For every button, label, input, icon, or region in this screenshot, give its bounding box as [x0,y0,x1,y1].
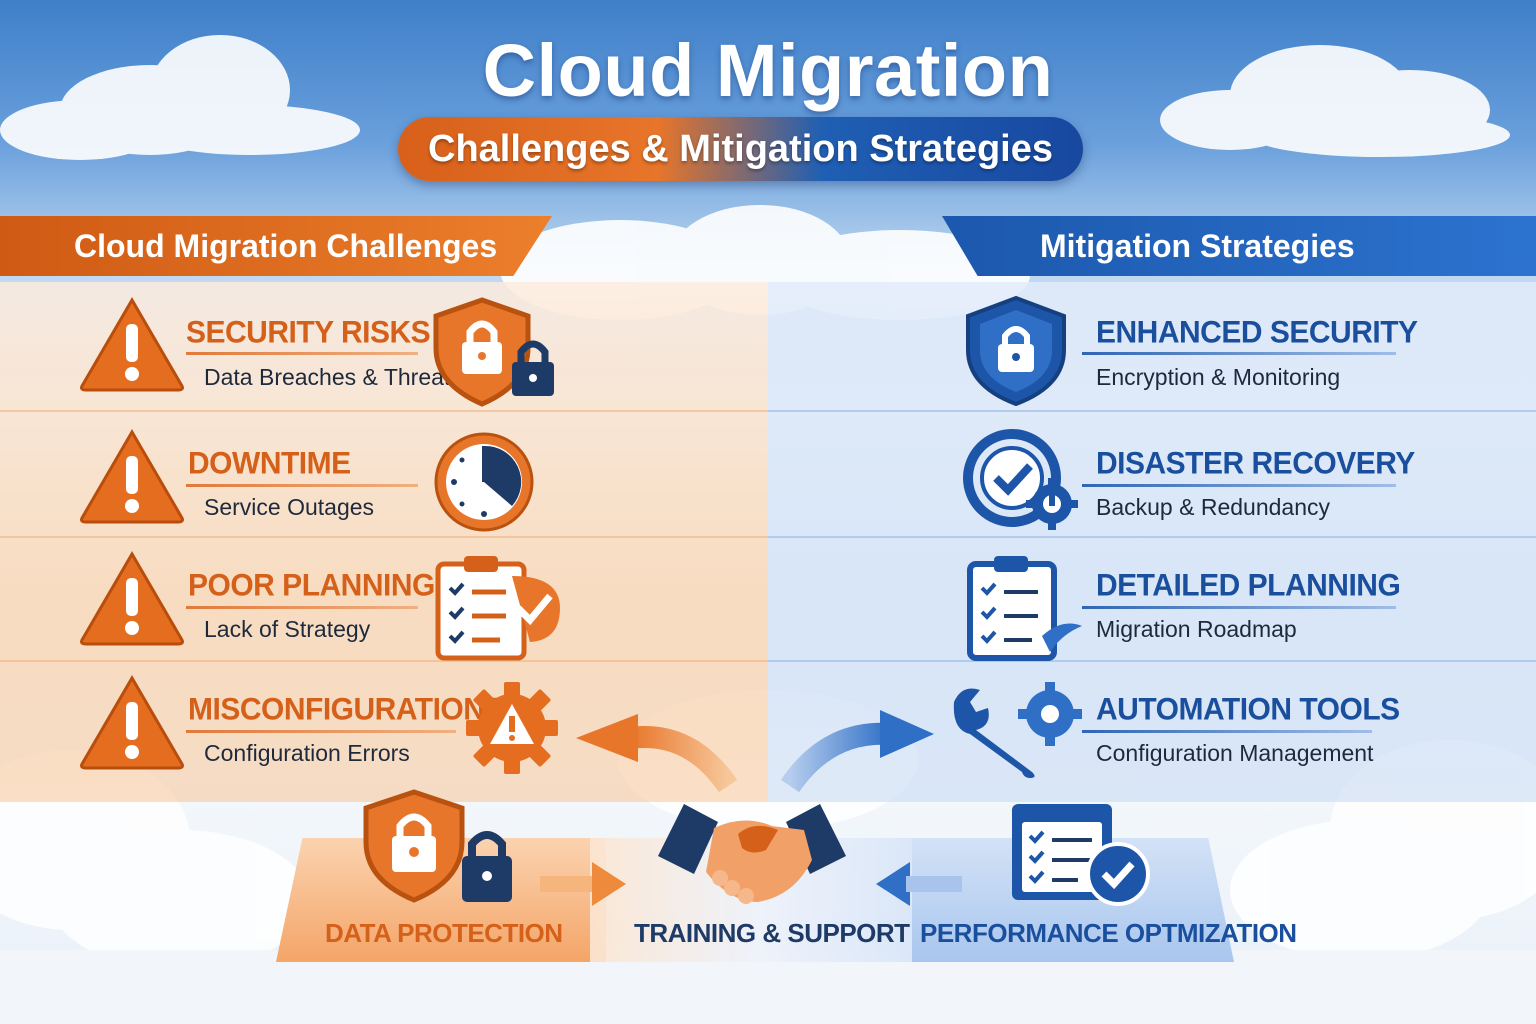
wrench-gear-icon [953,682,1082,778]
strategy-subtitle: Configuration Management [1096,740,1374,766]
divider [1082,352,1396,355]
shield-lock-icon [433,297,554,407]
checklist-check-icon [1012,804,1150,906]
challenges-heading: Cloud Migration Challenges [0,216,552,276]
strategy-title: DISASTER RECOVERY [1096,446,1415,481]
strategy-subtitle: Migration Roadmap [1096,616,1297,642]
row-divider [0,410,768,412]
arrow-right-icon [540,862,626,906]
row-divider [768,410,1536,412]
curved-arrows [576,710,934,793]
warning-icon [80,551,184,646]
subtitle-pill: Challenges & Mitigation Strategies [398,117,1083,181]
arrow-left-icon [876,862,962,906]
challenge-subtitle: Data Breaches & Threats [204,364,462,390]
gear-warning-icon [466,682,558,774]
divider [1082,606,1396,609]
clipboard-checklist-icon [967,556,1082,661]
strategy-subtitle: Backup & Redundancy [1096,494,1330,520]
strategy-title: ENHANCED SECURITY [1096,315,1418,350]
strategies-heading: Mitigation Strategies [942,216,1536,276]
divider [186,352,418,355]
strategy-subtitle: Encryption & Monitoring [1096,364,1341,390]
handshake-icon [658,804,846,904]
strategies-panel [768,282,1536,802]
row-divider [0,660,768,662]
divider [186,606,418,609]
challenge-subtitle: Service Outages [204,494,375,520]
divider [1082,730,1372,733]
challenge-title: SECURITY RISKS [186,315,431,350]
row-divider [768,536,1536,538]
challenge-subtitle: Configuration Errors [204,740,410,766]
challenge-title: POOR PLANNING [188,568,435,603]
data-protection-label: DATA PROTECTION [325,918,563,948]
recovery-check-icon [963,429,1078,530]
divider [1082,484,1396,487]
warning-icon [80,297,184,392]
warning-icon [80,675,184,770]
clipboard-checklist-icon [435,556,560,661]
warning-icon [80,429,184,524]
page-title: Cloud Migration [482,29,1054,112]
challenge-title: DOWNTIME [188,446,351,481]
challenge-subtitle: Lack of Strategy [204,616,371,642]
clock-icon [434,432,534,532]
row-divider [0,536,768,538]
challenge-title: MISCONFIGURATIONS [188,692,504,727]
shield-lock-icon [966,295,1066,407]
strategy-title: DETAILED PLANNING [1096,568,1401,603]
shield-lock-icon [363,789,512,903]
performance-optimization-label: PERFORMANCE OPTMIZATION [920,918,1297,948]
training-support-label: TRAINING & SUPPORT [634,918,910,948]
row-divider [768,660,1536,662]
divider [186,484,418,487]
divider [186,730,456,733]
strategy-title: AUTOMATION TOOLS [1096,692,1400,727]
